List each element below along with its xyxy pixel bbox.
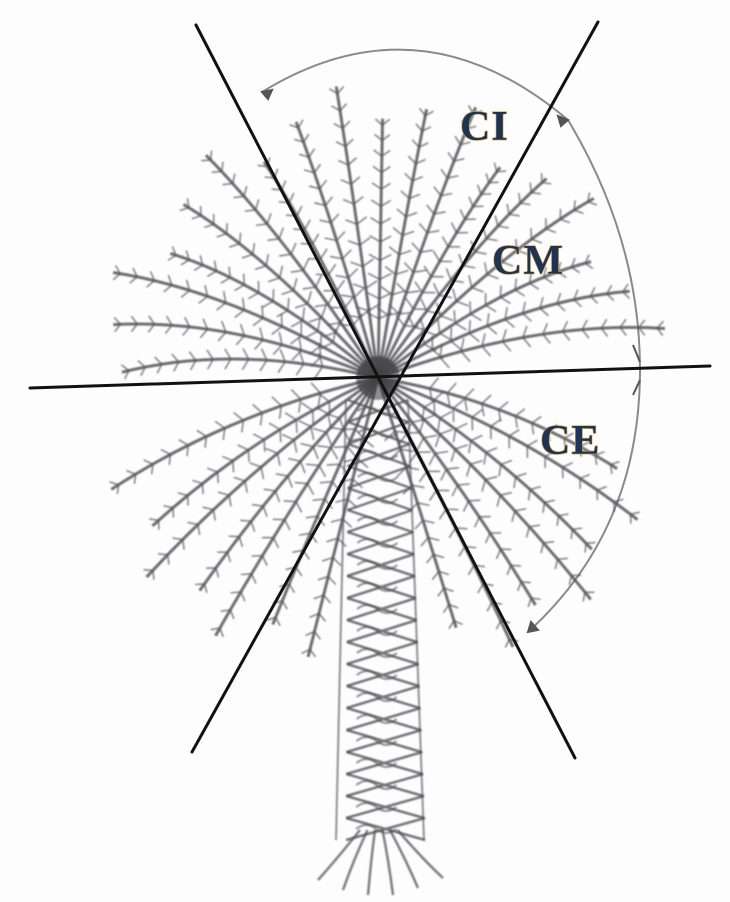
label-cm: CM xyxy=(492,238,564,284)
date-palm-illustration xyxy=(110,86,665,895)
label-ci: CI xyxy=(460,104,509,150)
label-ce: CE xyxy=(540,418,600,464)
diagonal-line-upper-right xyxy=(192,22,598,752)
diagonal-line-upper-left xyxy=(196,25,575,758)
